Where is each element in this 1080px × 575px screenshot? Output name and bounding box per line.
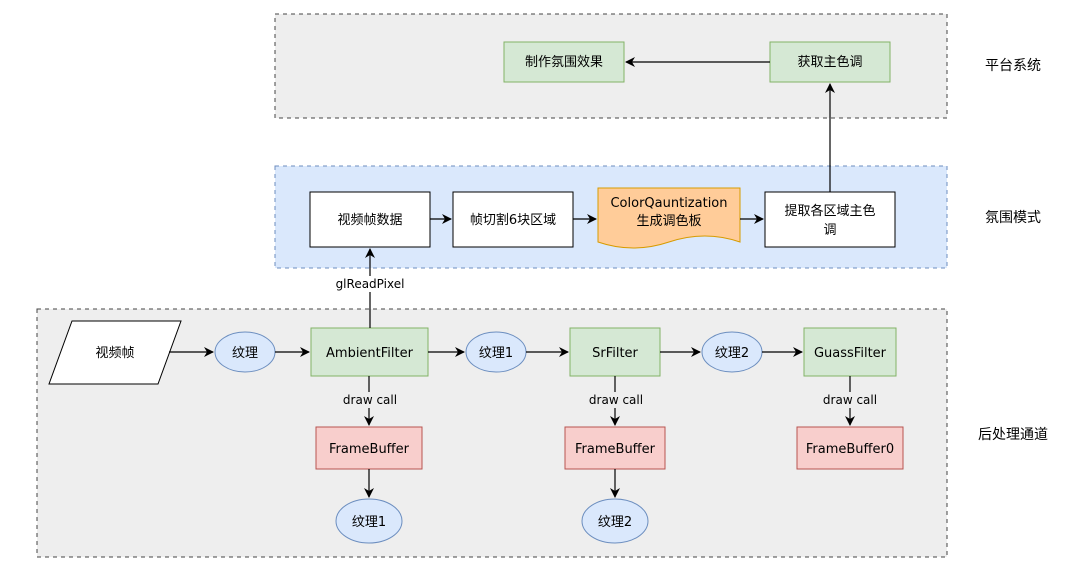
framebuffer-label-a: FrameBuffer [329, 442, 410, 457]
guass-filter-node [803, 327, 897, 377]
framebuffer-label-b: FrameBuffer [575, 442, 656, 457]
framebuffer0-label: FrameBuffer0 [806, 442, 894, 457]
draw-call-label-b: draw call [589, 393, 643, 407]
out-texture2-label: 纹理2 [598, 515, 632, 530]
split-regions-label: 帧切割6块区域 [470, 212, 556, 228]
sr-filter-node [569, 327, 661, 377]
framebuffer0-node [796, 426, 904, 470]
out-texture1-label: 纹理1 [352, 515, 386, 530]
out-texture2-ellipse [581, 498, 649, 544]
extract-main-color-label-line2: 调 [823, 223, 836, 238]
video-frame-data-node [309, 191, 431, 248]
make-effect-node [503, 41, 625, 83]
draw-call-label-c: draw call [823, 393, 877, 407]
texture2-label: 纹理2 [715, 346, 749, 361]
draw-call-label-a-bg [340, 392, 400, 408]
draw-call-label-c-bg [820, 392, 880, 408]
color-quantization-label-line2: 生成调色板 [636, 213, 701, 229]
sr-filter-label: SrFilter [592, 346, 638, 361]
get-main-tone-label: 获取主色调 [797, 54, 862, 70]
ambient-filter-node [310, 327, 429, 377]
texture-label: 纹理 [232, 346, 258, 361]
color-quantization-node [597, 187, 741, 249]
ambient-filter-label: AmbientFilter [326, 346, 414, 361]
guass-filter-label: GuassFilter [814, 346, 887, 361]
framebuffer-node-b [564, 426, 666, 470]
extract-main-color-label-line1: 提取各区域主色 [784, 203, 875, 219]
extract-main-color-node [764, 191, 896, 248]
section-label-postprocess: 后处理通道 [978, 427, 1048, 443]
video-frame-input-label: 视频帧 [95, 346, 134, 361]
section-label-platform: 平台系统 [985, 58, 1041, 74]
section-label-ambient: 氛围模式 [985, 210, 1041, 226]
video-frame-input-node [48, 320, 182, 385]
gl-read-pixel-label-bg [330, 276, 410, 292]
texture1-label: 纹理1 [479, 346, 513, 361]
draw-call-label-b-bg [586, 392, 646, 408]
framebuffer-node-a [315, 426, 423, 470]
make-effect-label: 制作氛围效果 [525, 55, 603, 70]
video-frame-data-label: 视频帧数据 [337, 213, 402, 228]
gl-read-pixel-label: glReadPixel [336, 277, 405, 291]
split-regions-node [452, 191, 574, 248]
draw-call-label-a: draw call [343, 393, 397, 407]
out-texture1-ellipse [335, 498, 403, 544]
color-quantization-label-line1: ColorQauntization [610, 196, 727, 211]
get-main-tone-node [769, 41, 891, 83]
